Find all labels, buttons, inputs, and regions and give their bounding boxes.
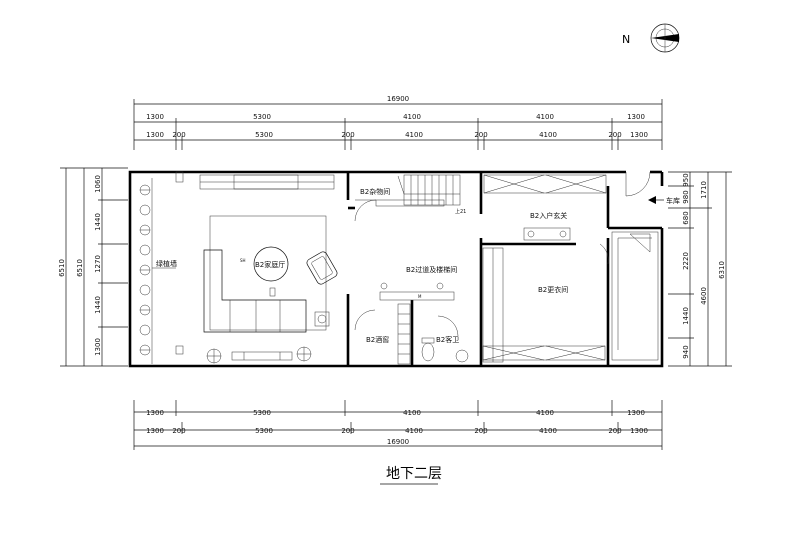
- dim-bot2-3: 200: [341, 427, 354, 435]
- bottom-dimensions: 1300 5300 4100 4100 1300 1300 200 5300 2…: [133, 400, 663, 450]
- label-dressing: B2更衣间: [538, 285, 568, 294]
- dim-right-1: 2220: [682, 252, 690, 270]
- dim-bot2-8: 1300: [630, 427, 648, 435]
- entry-dressing: B2入户玄关 B2更衣间: [482, 211, 606, 363]
- plant-icon: [296, 346, 312, 362]
- dim-bot2-1: 200: [172, 427, 185, 435]
- label-entry: B2入户玄关: [530, 211, 567, 220]
- dim-bot2-6: 4100: [539, 427, 557, 435]
- label-wine-cellar: B2酒窖: [366, 335, 389, 344]
- wardrobe-bottom: [482, 345, 606, 361]
- sofa: [203, 249, 307, 333]
- label-garage: 车库: [666, 196, 680, 205]
- dim-left-1: 1440: [94, 213, 102, 231]
- dim-bot1-1: 5300: [253, 409, 271, 417]
- dim-bot1-2: 4100: [403, 409, 421, 417]
- label-corridor: B2过道及楼梯间: [406, 265, 457, 274]
- door-mark: M: [418, 294, 422, 299]
- dim-top2-2: 5300: [255, 131, 273, 139]
- dim-top2-1: 200: [172, 131, 185, 139]
- basin-icon: [455, 349, 469, 363]
- dim-total-bottom: 16900: [387, 438, 409, 446]
- dim-top1-4: 1300: [627, 113, 645, 121]
- label-guest-wc: B2客卫: [436, 335, 459, 344]
- dim-left-4: 1300: [94, 338, 102, 356]
- stair-mark: 上21: [455, 208, 466, 215]
- dim-top1-3: 4100: [536, 113, 554, 121]
- green-wall: 绿植墙: [139, 178, 177, 364]
- dim-bot1-4: 1300: [627, 409, 645, 417]
- dim-top1-2: 4100: [403, 113, 421, 121]
- label-green-wall: 绿植墙: [156, 259, 177, 268]
- left-dimensions: 6510 6510 1060 1440 1270 1440 1300: [58, 167, 128, 367]
- dim-top1-1: 5300: [253, 113, 271, 121]
- dim-right-mid: 1710: [700, 181, 708, 199]
- outer-walls: [128, 170, 664, 368]
- dim-right-inner: 4600: [700, 287, 708, 305]
- garage-side: 车库: [611, 196, 680, 361]
- dim-left-3: 1440: [94, 296, 102, 314]
- dim-bot2-4: 4100: [405, 427, 423, 435]
- plant-icon: [206, 348, 222, 364]
- dim-top2-7: 200: [608, 131, 621, 139]
- area-rug: [209, 215, 327, 331]
- dim-top2-0: 1300: [146, 131, 164, 139]
- dim-bot2-5: 200: [474, 427, 487, 435]
- dim-top2-8: 1300: [630, 131, 648, 139]
- dim-top2-5: 200: [474, 131, 487, 139]
- top-dimensions: 16900 1300 5300 4100 4100 1300 1300 200 …: [133, 95, 663, 150]
- dim-left-0: 1060: [94, 175, 102, 193]
- corridor: B2过道及楼梯间 M: [379, 265, 457, 301]
- dim-top2-4: 4100: [405, 131, 423, 139]
- compass: N: [622, 23, 680, 53]
- dim-bot2-2: 5300: [255, 427, 273, 435]
- furniture-mark: SH: [240, 258, 246, 263]
- tv-cabinet: [231, 351, 293, 361]
- entry-arrow-icon: [648, 196, 656, 204]
- wine-cellar: B2酒窖: [366, 303, 411, 365]
- round-table: [253, 246, 289, 282]
- plant-icon: [139, 184, 151, 356]
- dim-bot2-7: 200: [608, 427, 621, 435]
- dim-left-2: 1270: [94, 255, 102, 273]
- dim-right-top-0: 950: [682, 173, 690, 186]
- dim-left-outer: 6510: [58, 259, 66, 277]
- label-family-hall: B2家庭厅: [255, 260, 285, 269]
- console-table: [379, 291, 455, 301]
- entry-cabinet: [523, 227, 571, 241]
- family-hall-furniture: SH B2家庭厅: [175, 171, 338, 364]
- compass-north-label: N: [622, 33, 630, 46]
- interior-walls: [346, 171, 651, 366]
- dim-left-inner: 6510: [76, 259, 84, 277]
- staircase: 上21: [375, 174, 466, 215]
- right-dimensions: 950 980 1710 680 2220 1440 940 4600 6310: [668, 171, 732, 367]
- plan-caption: 地下二层: [386, 466, 442, 482]
- label-storage: B2杂物间: [360, 187, 390, 196]
- dim-top2-6: 4100: [539, 131, 557, 139]
- dim-bot1-0: 1300: [146, 409, 164, 417]
- guest-wc: B2客卫: [421, 335, 469, 363]
- dim-right-0: 680: [682, 211, 690, 224]
- dim-bot1-3: 4100: [536, 409, 554, 417]
- dim-bot2-0: 1300: [146, 427, 164, 435]
- toilet-icon: [421, 342, 435, 362]
- dim-right-3: 940: [682, 345, 690, 358]
- dim-top1-0: 1300: [146, 113, 164, 121]
- dim-total-top: 16900: [387, 95, 409, 103]
- armchair: [306, 251, 338, 285]
- dim-right-total: 6310: [718, 261, 726, 279]
- dim-right-top-1: 980: [682, 190, 690, 203]
- dim-right-2: 1440: [682, 307, 690, 325]
- dim-top2-3: 200: [341, 131, 354, 139]
